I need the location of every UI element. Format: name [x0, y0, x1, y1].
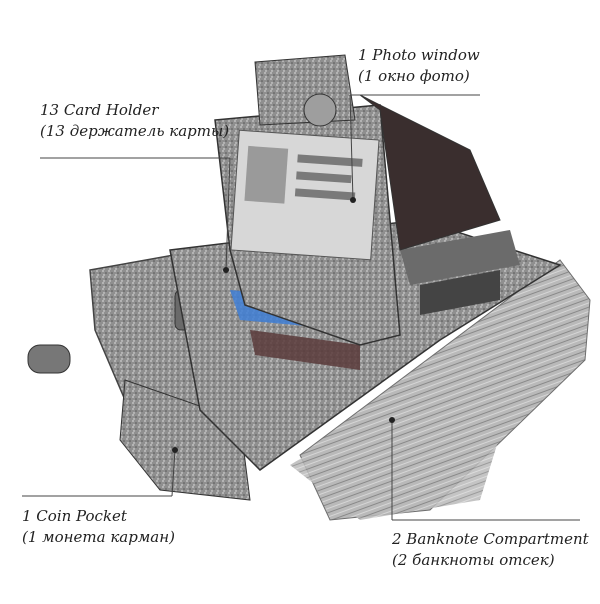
callout-dot-photo — [350, 197, 356, 203]
coin-pocket-label-ru: (1 монета карман) — [22, 528, 175, 546]
coin-pocket-label-en: 1 Coin Pocket — [22, 507, 127, 525]
callout-line-coin-vert — [171, 449, 176, 497]
zipper-pull — [27, 344, 71, 374]
photo-window-label-en: 1 Photo window — [358, 46, 480, 64]
callout-dot-bank — [389, 417, 395, 423]
top-snap — [303, 93, 337, 127]
banknote-stack-lower — [290, 370, 520, 520]
id-card-photo — [244, 145, 289, 204]
card-holder-label-ru: (13 держатель карты) — [40, 122, 230, 140]
callout-line-card-vert — [225, 157, 231, 271]
card-slot-3 — [400, 230, 520, 285]
id-card-text — [296, 171, 352, 184]
card-holder-label-en: 13 Card Holder — [40, 101, 159, 119]
card-slot-4 — [420, 270, 500, 315]
photo-window-label: 1 Photo window (1 окно фото) — [358, 45, 480, 87]
photo-window-label-ru: (1 окно фото) — [358, 67, 470, 85]
coin-pocket-label: 1 Coin Pocket (1 монета карман) — [22, 506, 175, 548]
banknote-label-ru: (2 банкноты отсек) — [392, 551, 555, 569]
id-card-text — [297, 154, 363, 167]
callout-line-photo-vert — [349, 94, 354, 201]
callout-dot-card — [223, 267, 229, 273]
banknote-label-en: 2 Banknote Compartment — [392, 530, 589, 548]
card-slot-2 — [250, 330, 360, 370]
card-holder-label: 13 Card Holder (13 держатель карты) — [40, 100, 229, 142]
id-card-text — [294, 188, 356, 201]
rear-dark-panel — [359, 94, 501, 251]
banknote-label: 2 Banknote Compartment (2 банкноты отсек… — [392, 529, 589, 571]
callout-dot-coin — [172, 447, 178, 453]
